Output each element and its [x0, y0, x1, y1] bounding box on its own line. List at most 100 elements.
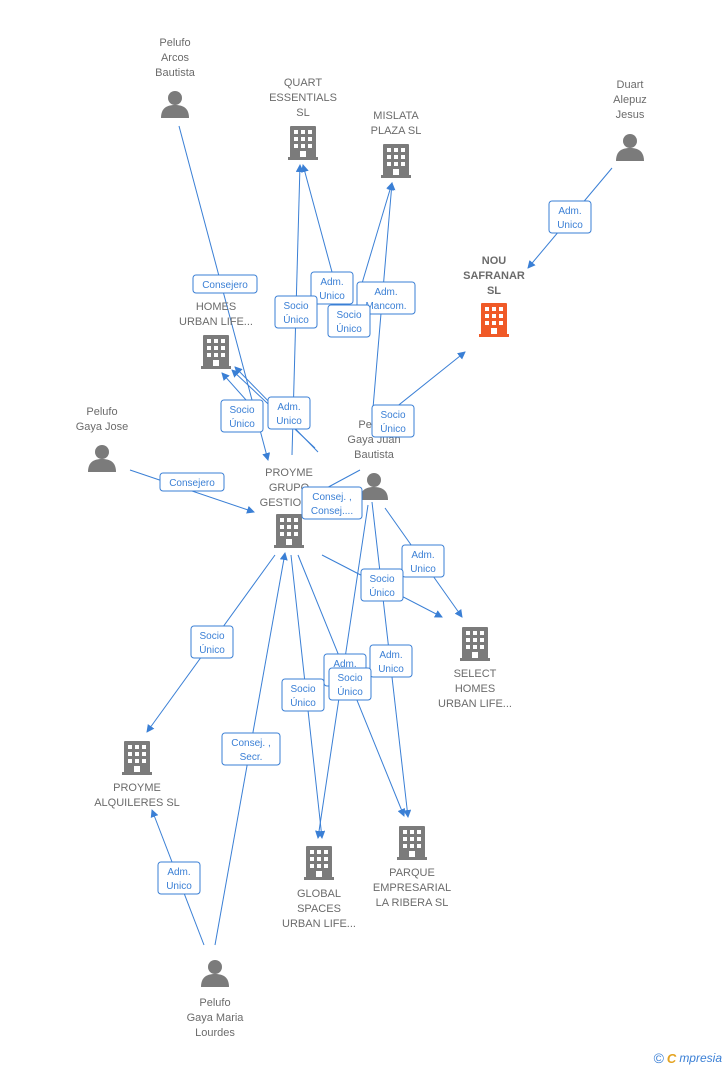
building-icon [381, 144, 411, 178]
relation-label-box [221, 732, 281, 766]
person-icon [201, 960, 229, 987]
relation-label-text: Socio [380, 410, 405, 421]
relation-label-r2[interactable]: Consejero [192, 274, 258, 294]
relation-label-r1[interactable]: Adm. Unico [548, 200, 592, 234]
relation-label-box [310, 271, 354, 305]
node-label-line: Lourdes [195, 1027, 235, 1039]
node-label-line: GLOBAL [297, 888, 341, 900]
relation-label-r12[interactable]: Adm. Unico [401, 544, 445, 578]
node-label-line: MISLATA [373, 110, 419, 122]
person-icon [360, 473, 388, 500]
relation-label-text: Único [336, 322, 362, 335]
relation-label-text: Único [369, 586, 395, 599]
relation-label-text: Adm. [411, 550, 434, 561]
relation-label-text: Adm. [320, 277, 343, 288]
relation-label-r8[interactable]: Adm.Unico [267, 396, 311, 430]
node-label-line: HOMES [196, 301, 236, 313]
node-label-line: PLAZA SL [371, 125, 422, 137]
node-mislata[interactable]: MISLATA PLAZA SL [371, 110, 422, 178]
relation-label-r19[interactable]: Consej. , Secr. [221, 732, 281, 766]
relation-label-text: Socio [290, 684, 315, 695]
building-icon [304, 846, 334, 880]
node-label-line: Arcos [161, 52, 190, 64]
relation-label-text: Único [229, 417, 255, 430]
relation-label-text: Unico [557, 220, 583, 231]
node-global[interactable]: GLOBAL SPACES URBAN LIFE... [282, 846, 356, 930]
relation-label-box [190, 625, 234, 659]
relation-label-box [274, 295, 318, 329]
relation-label-text: Consej. , [231, 738, 270, 749]
person-icon [161, 91, 189, 118]
relation-label-r5[interactable]: Adm.Mancom. [356, 281, 416, 315]
relation-label-text: Socio [337, 673, 362, 684]
node-label-line: ALQUILERES SL [94, 797, 180, 809]
node-label-line: URBAN LIFE... [438, 698, 512, 710]
node-label-line: SPACES [297, 903, 341, 915]
relation-label-text: Secr. [240, 752, 263, 763]
relation-label-text: Consejero [202, 280, 248, 291]
node-label-line: URBAN LIFE... [282, 918, 356, 930]
relation-label-box [327, 304, 371, 338]
relation-label-r16[interactable]: Adm.Unico [369, 644, 413, 678]
relation-label-box [301, 486, 363, 520]
relation-label-box [192, 274, 258, 294]
relation-label-box [157, 861, 201, 895]
relation-label-box [267, 396, 311, 430]
building-icon [460, 627, 490, 661]
relation-label-text: Mancom. [365, 301, 406, 312]
relation-label-text: Único [337, 685, 363, 698]
person-icon [88, 445, 116, 472]
relation-label-text: Adm. [558, 206, 581, 217]
relation-label-text: Adm. [379, 650, 402, 661]
node-label-line: PARQUE [389, 867, 435, 879]
relation-label-text: Adm. [333, 659, 356, 670]
building-icon [479, 303, 509, 337]
relation-label-box [220, 399, 264, 433]
relation-label-box [369, 644, 413, 678]
relation-label-text: Socio [229, 405, 254, 416]
node-label-line: QUART [284, 77, 323, 89]
node-label-line: SL [487, 285, 501, 297]
building-icon [288, 126, 318, 160]
node-label-line: Gaya Maria [187, 1012, 245, 1024]
relation-label-text: Único [380, 422, 406, 435]
relation-label-r20[interactable]: Adm.Unico [157, 861, 201, 895]
relation-label-r11[interactable]: Consej. ,Consej.... [301, 486, 363, 520]
building-icon [122, 741, 152, 775]
relation-label-r3[interactable]: Adm.Unico [310, 271, 354, 305]
relation-label-text: Socio [199, 631, 224, 642]
building-icon [397, 826, 427, 860]
building-icon [274, 514, 304, 548]
copyright-icon: © [653, 1050, 664, 1066]
node-label-line: Pelufo [86, 406, 117, 418]
node-label-line: NOU [482, 255, 507, 267]
relation-label-text: Unico [410, 564, 436, 575]
relation-label-text: Adm. [277, 402, 300, 413]
node-label-line: Bautista [354, 449, 395, 461]
relation-label-text: Adm. [167, 867, 190, 878]
relation-label-r10[interactable]: Consejero [159, 472, 225, 492]
node-label-line: GRUPO [269, 482, 310, 494]
node-label-line: ESSENTIALS [269, 92, 337, 104]
node-label-line: SELECT [454, 668, 497, 680]
